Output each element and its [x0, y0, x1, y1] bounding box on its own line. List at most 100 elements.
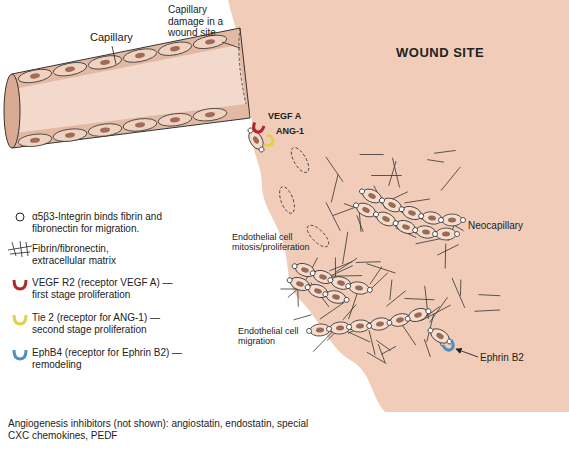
wall-cell-part [205, 112, 216, 118]
endothelial-cell-part [381, 215, 390, 223]
endothelial-cell-part [436, 228, 456, 240]
endothelial-cell-part [387, 201, 396, 209]
endothelial-cell-part [461, 218, 466, 223]
wall-cell [122, 117, 157, 133]
wall-cell-part [52, 127, 87, 143]
fibrin-line [26, 242, 28, 256]
endothelial-cell-part [252, 135, 260, 144]
wall-cell-part [135, 52, 146, 59]
endothelial-cell-part [367, 192, 376, 200]
legend-text: Tie 2 (receptor for ANG-1) —second stage… [32, 312, 182, 335]
endothelial-cell-part [336, 325, 344, 331]
wall-cell-part [87, 53, 123, 71]
endothelial-cell-part [413, 311, 422, 318]
endothelial-cell-part [356, 323, 364, 329]
wall-cell-part [100, 127, 111, 133]
legend-text: VEGF R2 (receptor VEGF A) —first stage p… [32, 277, 182, 300]
fibrin-line [8, 246, 32, 250]
wall-cell [17, 132, 52, 148]
wall-cell [52, 60, 88, 78]
wall-cell-part [65, 132, 76, 138]
legend-text: EphB4 (receptor for Ephrin B2) —remodeli… [32, 347, 197, 370]
footnote: Angiogenesis inhibitors (not shown): ang… [8, 418, 313, 441]
endothelial-cell-part [442, 232, 450, 237]
part-label: Ephrin B2 [480, 352, 560, 364]
wall-cell [87, 53, 123, 71]
fibrin-matrix-part [294, 315, 312, 320]
wall-cell-part [157, 112, 192, 128]
endothelial-cell-part [428, 215, 437, 221]
endothelial-cell-part [418, 213, 424, 219]
endothelial-cell-part [439, 218, 444, 223]
endothelial-cell-part [295, 280, 304, 287]
capillary-end [4, 74, 20, 148]
part-label: Endothelial cell migration [238, 326, 338, 347]
endothelial-cell-part [367, 287, 373, 293]
wall-cell-part [30, 73, 41, 80]
wall-cell [157, 112, 192, 128]
part-label: Neocapillary [468, 220, 558, 232]
wall-cell-part [87, 122, 122, 138]
part-label: Capillary [90, 31, 160, 44]
endothelial-cell-part [336, 280, 345, 287]
wall-cell [122, 46, 158, 64]
wall-cell-part [30, 137, 41, 143]
legend-text: α5β3-Integrin binds fibrin and fibronect… [32, 211, 164, 234]
wall-cell-part [205, 38, 216, 45]
leader-lines [112, 42, 240, 64]
capillary-lumen [14, 45, 246, 133]
endothelial-cell-part [346, 324, 351, 329]
wall-cell-part [157, 40, 193, 58]
integrin-symbol [16, 213, 24, 221]
wall-cell-part [122, 117, 157, 133]
endothelial-cell-part [407, 209, 416, 216]
endothelial-cell-part [304, 284, 310, 290]
wall-cell-part [135, 122, 146, 128]
endothelial-cell-part [318, 273, 327, 280]
leader-line [222, 42, 240, 48]
legend-text: Fibrin/fibronectin, extracellular matrix [32, 243, 142, 266]
endothelial-cell-part [412, 227, 418, 233]
wall-cell-part [122, 46, 158, 64]
endothelial-cell-part [355, 285, 364, 291]
wall-cell [17, 67, 53, 85]
part-label: ANG-1 [276, 126, 336, 136]
part-label: VEGF A [268, 111, 328, 121]
fibrin-matrix-part [280, 288, 296, 289]
endothelial-cell-part [435, 332, 444, 340]
endothelial-cell-part [401, 223, 410, 230]
endothelial-cell-part [345, 283, 351, 289]
wall-cell-part [17, 132, 52, 148]
wall-cell-part [100, 59, 111, 66]
endothelial-cell-part [327, 277, 333, 283]
endothelial-cell-part [306, 328, 311, 333]
wound-site-shape [228, 0, 569, 412]
fibrin-matrix-part [360, 154, 384, 155]
endothelial-cell-part [442, 214, 462, 226]
endothelial-cell-part [395, 317, 404, 324]
wall-cell-part [52, 60, 88, 78]
wall-cell-part [170, 45, 181, 52]
fibrin-line [20, 241, 22, 257]
wall-cell [87, 122, 122, 138]
wall-cell-part [17, 67, 53, 85]
endothelial-cell-part [361, 206, 370, 214]
endothelial-cell-part [448, 218, 456, 223]
endothelial-cell-part [316, 327, 324, 333]
vegf-receptor-symbol [14, 280, 26, 289]
wall-cells [17, 33, 228, 149]
endothelial-cell-part [309, 270, 315, 276]
endothelial-cell-part [326, 326, 331, 331]
capillary-tube [4, 28, 250, 148]
endothelial-cell-part [422, 229, 431, 235]
endothelial-cell-part [322, 291, 328, 297]
endothelial-cell-part [376, 321, 385, 327]
wall-cell [157, 40, 193, 58]
endothelial-cell-part [331, 294, 340, 301]
fibrin-line [10, 252, 30, 254]
legend-symbols [8, 213, 32, 359]
leader-line [112, 46, 116, 64]
tie2-receptor-symbol [14, 315, 26, 324]
endothelial-cell-part [455, 232, 460, 237]
